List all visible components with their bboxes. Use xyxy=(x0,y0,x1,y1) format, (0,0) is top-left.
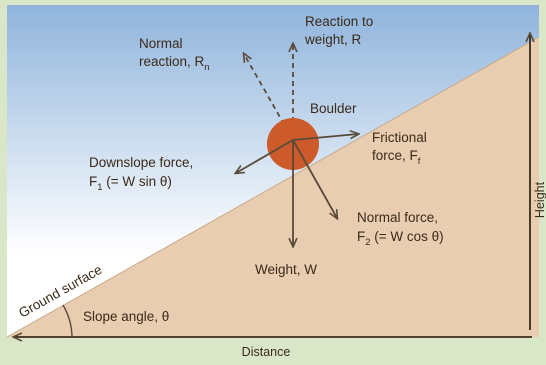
downslope-formula: (= W sin θ) xyxy=(103,174,172,189)
reaction-label-line2: weight, R xyxy=(304,32,362,47)
normal-force-F: F xyxy=(357,229,365,244)
distance-label: Distance xyxy=(242,345,291,359)
frictional-label-line1: Frictional xyxy=(372,130,427,145)
frictional-main: force, F xyxy=(372,148,418,163)
normal-reaction-arrow xyxy=(244,54,294,141)
downslope-label-line2: F1 (= W sin θ) xyxy=(89,174,172,193)
normal-force-subscript: 2 xyxy=(365,237,370,248)
normal-reaction-label-line1: Normal xyxy=(139,36,183,51)
normal-reaction-subscript: n xyxy=(204,62,209,73)
downslope-force-arrow xyxy=(236,139,294,173)
normal-force-label-line1: Normal force, xyxy=(357,210,438,225)
slope-angle-arc xyxy=(62,304,73,338)
slope-angle-label: Slope angle, θ xyxy=(83,309,169,324)
normal-force-label-line2: F2 (= W cos θ) xyxy=(357,229,444,248)
frictional-label-line2: force, Ff xyxy=(372,148,421,167)
frictional-subscript: f xyxy=(418,156,421,167)
normal-force-formula: (= W cos θ) xyxy=(371,229,444,244)
ground-surface-line xyxy=(6,36,540,338)
downslope-F: F xyxy=(89,174,97,189)
normal-force-arrow xyxy=(292,139,337,218)
downslope-label-line1: Downslope force, xyxy=(89,155,193,170)
reaction-label-line1: Reaction to xyxy=(305,14,373,29)
weight-label: Weight, W xyxy=(255,262,317,277)
frictional-force-arrow xyxy=(292,134,358,141)
normal-reaction-label-line2: reaction, Rn xyxy=(139,54,210,73)
boulder-label: Boulder xyxy=(310,101,357,116)
normal-reaction-main: reaction, R xyxy=(139,54,205,69)
height-label: Height xyxy=(533,181,546,218)
downslope-subscript: 1 xyxy=(97,182,102,193)
